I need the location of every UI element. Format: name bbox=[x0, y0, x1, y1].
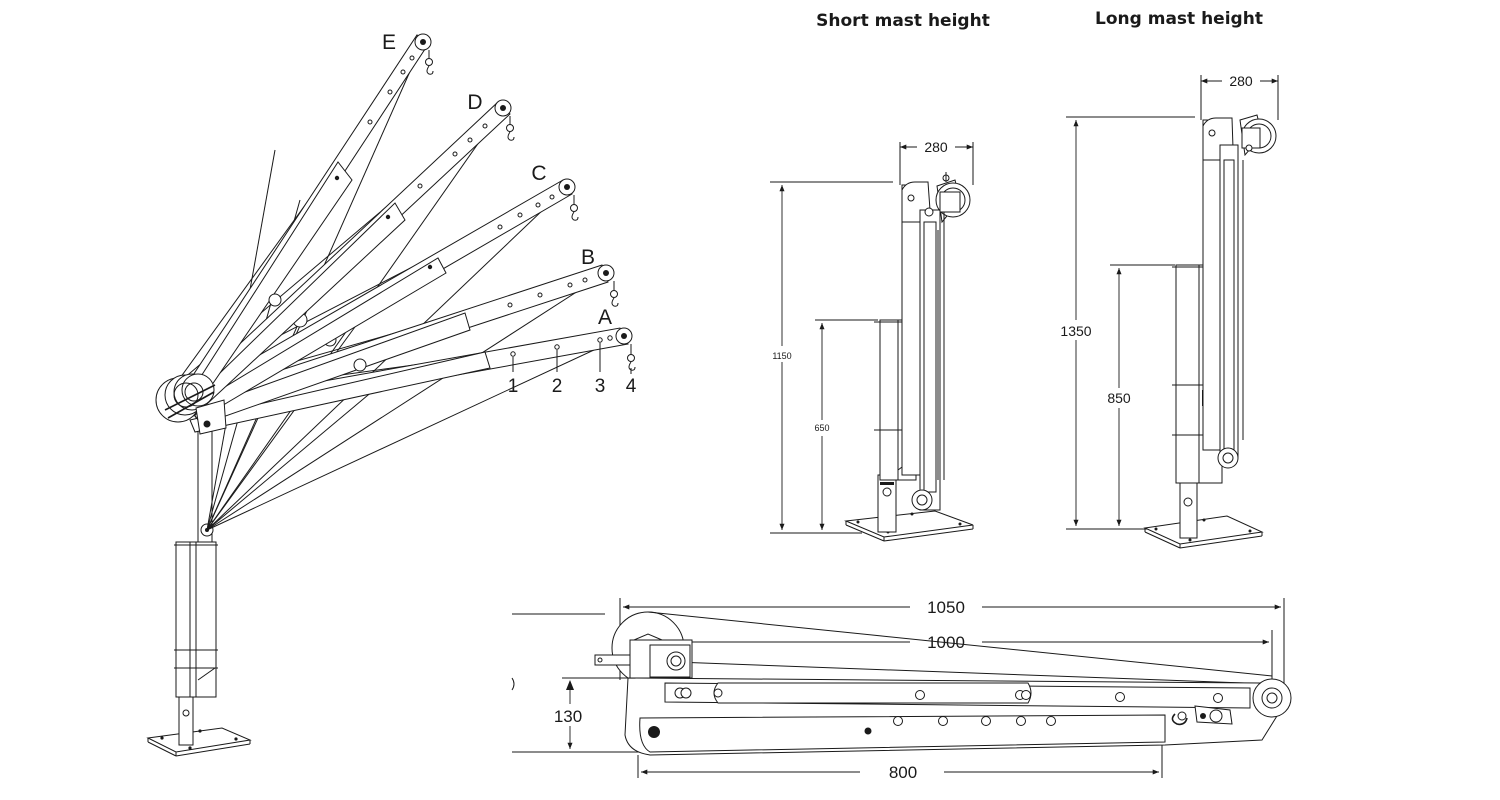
position-label-a: A bbox=[598, 306, 612, 329]
crane-boom-positions-drawing: E D C B A 1 2 3 4 bbox=[146, 31, 637, 757]
short-mast-drawing: Short mast height 280 1150 650 bbox=[768, 11, 990, 542]
hook-point-2: 2 bbox=[552, 376, 563, 397]
post bbox=[178, 694, 194, 746]
long-mast-drawing: Long mast height 280 1350 850 bbox=[1051, 9, 1279, 549]
position-label-c: C bbox=[531, 162, 546, 185]
position-label-b: B bbox=[581, 246, 595, 269]
hook-point-1: 1 bbox=[508, 376, 519, 397]
boom-height-label: 130 bbox=[554, 707, 582, 726]
short-mast-width-label: 280 bbox=[924, 139, 948, 155]
boom-a bbox=[189, 327, 636, 433]
position-label-e: E bbox=[382, 31, 396, 54]
inner-arm-length-label: 800 bbox=[889, 763, 917, 782]
long-mast-heading: Long mast height bbox=[1095, 9, 1263, 29]
hook-point-4: 4 bbox=[626, 376, 637, 397]
position-label-d: D bbox=[467, 91, 482, 114]
hook-point-3: 3 bbox=[595, 376, 606, 397]
winch-cluster bbox=[155, 373, 227, 435]
boom-c bbox=[184, 178, 579, 421]
short-mast-heading: Short mast height bbox=[816, 11, 990, 31]
boom-d bbox=[181, 99, 515, 417]
short-mast-height-label: 650 bbox=[814, 423, 829, 433]
overall-length-label: 1050 bbox=[927, 598, 965, 617]
long-mast-total-height-label: 1350 bbox=[1060, 323, 1091, 339]
folded-boom-drawing: 1050 1000 130 800 bbox=[511, 598, 1292, 782]
long-mast-height-label: 850 bbox=[1107, 390, 1131, 406]
short-mast-total-height-label: 1150 bbox=[772, 351, 791, 361]
long-mast-width-label: 280 bbox=[1229, 73, 1253, 89]
boom-e bbox=[177, 33, 434, 415]
